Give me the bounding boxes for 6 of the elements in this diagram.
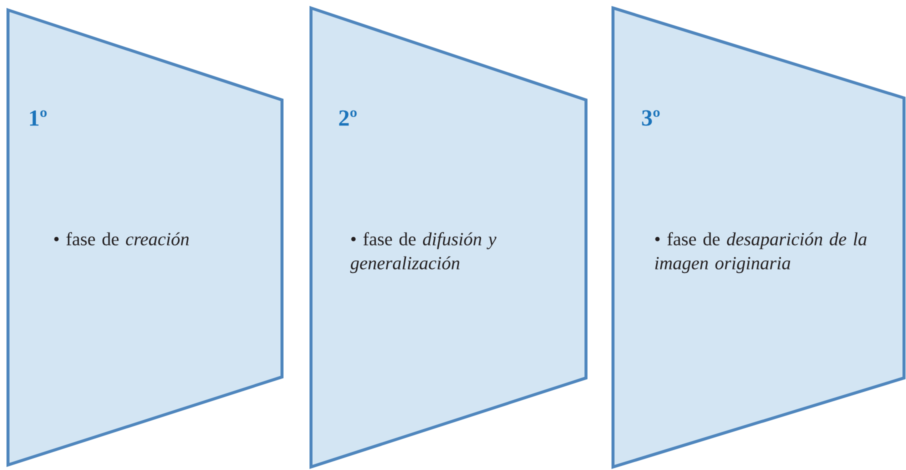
bullet-text: • fase de difusión y generalización	[350, 232, 496, 274]
bullet-text: • fase de creación	[54, 232, 189, 246]
bullet-text: • fase de desaparición de la imagen originaria	[655, 232, 867, 274]
step-number: 3º	[642, 110, 660, 126]
step-number: 2º	[339, 110, 357, 126]
step-number: 1º	[30, 110, 47, 126]
